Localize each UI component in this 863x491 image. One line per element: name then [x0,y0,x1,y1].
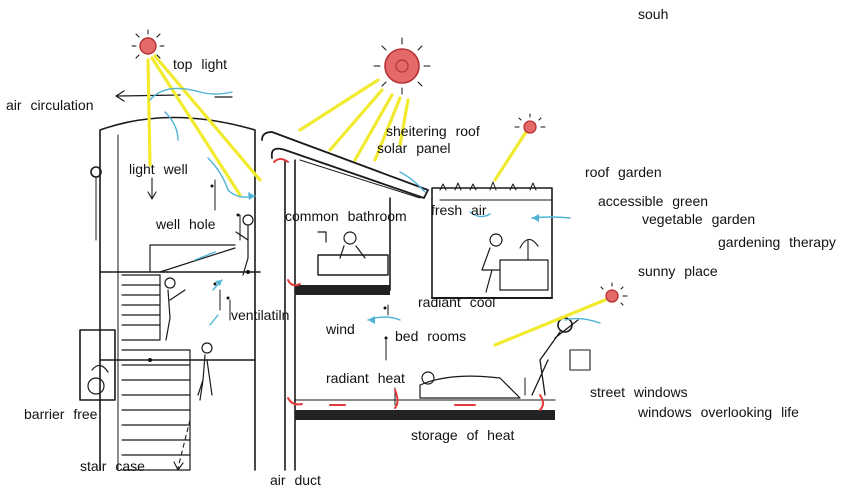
sun-main [373,37,431,95]
stair-case [121,244,236,471]
railing-dots [148,184,388,362]
sun-icon [139,37,157,55]
label-common-bathroom: common bathroom [285,208,407,224]
heat-marks [273,158,544,411]
label-top-light: top light [173,56,228,72]
sun-icon [523,120,537,134]
label-vegetable-garden: vegetable garden [642,211,756,227]
label-ventilation: ventilatiln [231,307,290,323]
sun-top-light [131,29,165,59]
vegetable-planter [499,259,549,291]
label-radiant-heat: radiant heat [326,370,405,386]
label-accessible-green: accessible green [598,193,709,209]
air-flow-heads [215,192,539,324]
label-sheltering-roof: sheitering roof [386,123,480,139]
label-souh: souh [638,6,669,22]
storage-of-heat-slab [295,410,555,420]
stair-arrow [177,419,191,469]
sun-icon [605,289,619,303]
label-bed-rooms: bed rooms [395,328,467,344]
roof-garden-plants [439,181,537,191]
label-air-duct: air duct [270,472,321,488]
sun-rays [146,54,607,347]
label-radiant-cool: radiant cool [418,294,496,310]
lift-cabin [79,329,116,401]
sun-roof-garden [514,113,546,134]
upper-floor-slab [295,285,390,295]
label-windows-overlooking-life: windows overlooking life [638,404,799,420]
bathtub [317,254,389,276]
bed [419,375,521,399]
label-light-well: light well [129,161,188,177]
label-air-circulation: air circulation [6,97,94,113]
air-flow-arrows [149,87,601,326]
left-tower-outline [99,116,256,471]
label-street-windows: street windows [590,384,688,400]
label-well-hole: well hole [156,216,216,232]
label-wind: wind [326,321,355,337]
label-roof-garden: roof garden [585,164,662,180]
label-sunny-place: sunny place [638,263,718,279]
sheltering-roof [261,131,429,199]
label-fresh-air: fresh air [431,202,487,218]
sun-sunny-place [600,282,628,306]
label-storage-of-heat: storage of heat [411,427,515,443]
sun-icon [384,48,420,84]
label-barrier-free: barrier free [24,406,98,422]
label-stair-case: stair case [80,458,145,474]
label-solar-panel: solar panel [377,140,451,156]
label-gardening-therapy: gardening therapy [718,234,836,250]
wheelchair-wheel [87,377,105,395]
